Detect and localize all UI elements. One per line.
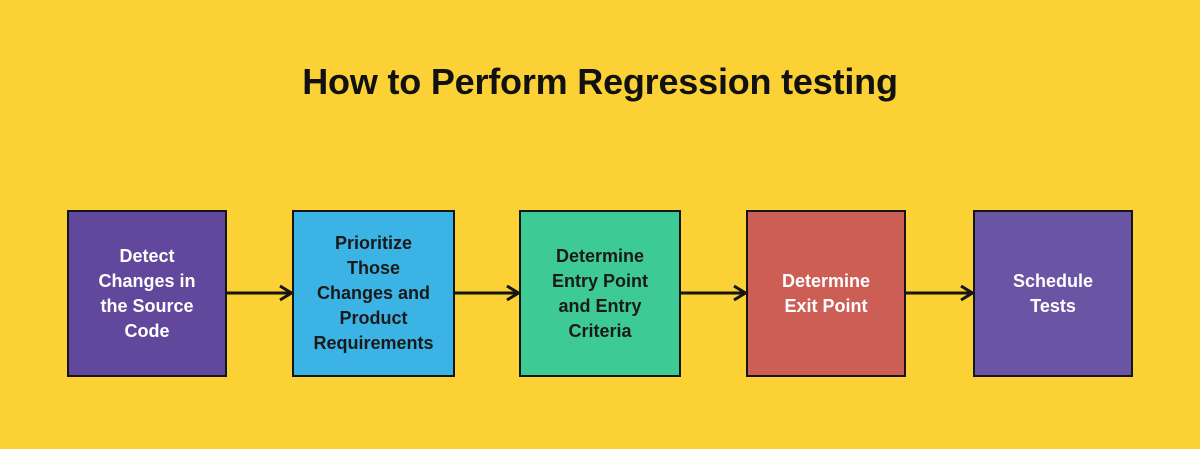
flow-step-label: Determine Exit Point — [781, 270, 871, 316]
flow-step-4[interactable]: Determine Exit Point — [746, 210, 906, 377]
flow-arrow-2 — [455, 284, 522, 302]
flow-arrow-3 — [681, 284, 749, 302]
flow-arrow-4 — [906, 284, 976, 302]
flow-arrow-1 — [227, 284, 295, 302]
flow-step-3[interactable]: Determine Entry Point and Entry Criteria — [519, 210, 681, 377]
flow-step-label: Determine Entry Point and Entry Criteria — [551, 245, 648, 341]
flow-step-label: Prioritize Those Changes and Product Req… — [313, 233, 434, 353]
process-flow-row: Detect Changes in the Source Code Priorit… — [67, 210, 1133, 377]
flow-step-2[interactable]: Prioritize Those Changes and Product Req… — [292, 210, 455, 377]
arrow-right-icon — [906, 284, 976, 302]
arrow-right-icon — [455, 284, 522, 302]
arrow-right-icon — [227, 284, 295, 302]
flow-step-5[interactable]: Schedule Tests — [973, 210, 1133, 377]
arrow-right-icon — [681, 284, 749, 302]
page-title: How to Perform Regression testing — [302, 61, 898, 102]
flow-step-1[interactable]: Detect Changes in the Source Code — [67, 210, 227, 377]
flow-step-label: Schedule Tests — [1012, 270, 1094, 316]
flow-step-label: Detect Changes in the Source Code — [98, 245, 196, 341]
